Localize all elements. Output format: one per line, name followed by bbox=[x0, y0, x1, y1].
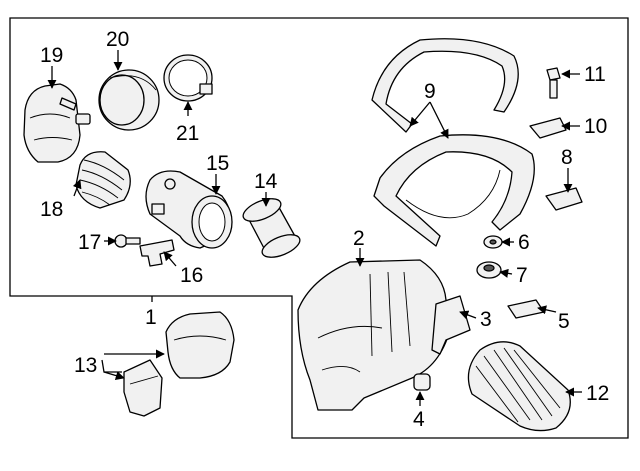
part-17-bolt bbox=[114, 234, 141, 248]
part-16-bracket bbox=[139, 239, 175, 267]
callout-3: 3 bbox=[480, 308, 492, 331]
part-18-corrugated-hose bbox=[75, 151, 131, 209]
part-19-inlet-duct bbox=[23, 83, 91, 163]
part-15-throttle-body bbox=[145, 170, 233, 249]
part-6-grommet bbox=[483, 235, 503, 249]
part-20-duct-ring bbox=[98, 69, 160, 131]
part-8-clip bbox=[545, 187, 583, 211]
callout-10: 10 bbox=[584, 115, 607, 138]
callout-6: 6 bbox=[518, 231, 530, 254]
part-13-upper-duct bbox=[165, 311, 235, 379]
part-21-hose-clamp bbox=[163, 54, 213, 102]
callout-2: 2 bbox=[353, 227, 365, 250]
callout-15: 15 bbox=[206, 152, 229, 175]
callout-17: 17 bbox=[78, 231, 101, 254]
callout-7: 7 bbox=[516, 264, 528, 287]
callout-1: 1 bbox=[145, 306, 157, 329]
part-11-bolt bbox=[546, 67, 561, 99]
callout-18: 18 bbox=[40, 198, 63, 221]
callout-12: 12 bbox=[586, 382, 609, 405]
part-3-bracket bbox=[431, 295, 471, 355]
callout-5: 5 bbox=[558, 310, 570, 333]
part-9-airbox-cover-seal bbox=[371, 38, 535, 247]
callout-20: 20 bbox=[106, 28, 129, 51]
part-13-lower-duct bbox=[123, 359, 163, 417]
callout-11: 11 bbox=[584, 63, 606, 86]
callout-19: 19 bbox=[40, 44, 63, 67]
callout-8: 8 bbox=[561, 146, 573, 169]
callout-4: 4 bbox=[413, 408, 425, 431]
callout-9: 9 bbox=[424, 80, 436, 103]
leader-lines bbox=[47, 50, 582, 406]
part-10-clip bbox=[529, 117, 567, 139]
part-5-clip bbox=[507, 299, 545, 319]
callout-labels: 1 2 3 4 5 6 7 8 9 10 11 12 13 14 15 16 1… bbox=[40, 28, 609, 431]
part-4-grommet bbox=[413, 373, 431, 391]
part-12-cone-filter bbox=[467, 341, 571, 432]
part-7-nut bbox=[476, 261, 502, 279]
callout-14: 14 bbox=[254, 170, 278, 193]
callout-21: 21 bbox=[176, 122, 199, 145]
assembly-boundary bbox=[9, 17, 629, 439]
part-14-filter-cartridge bbox=[242, 198, 301, 258]
callout-16: 16 bbox=[180, 264, 203, 287]
callout-13: 13 bbox=[74, 354, 97, 377]
